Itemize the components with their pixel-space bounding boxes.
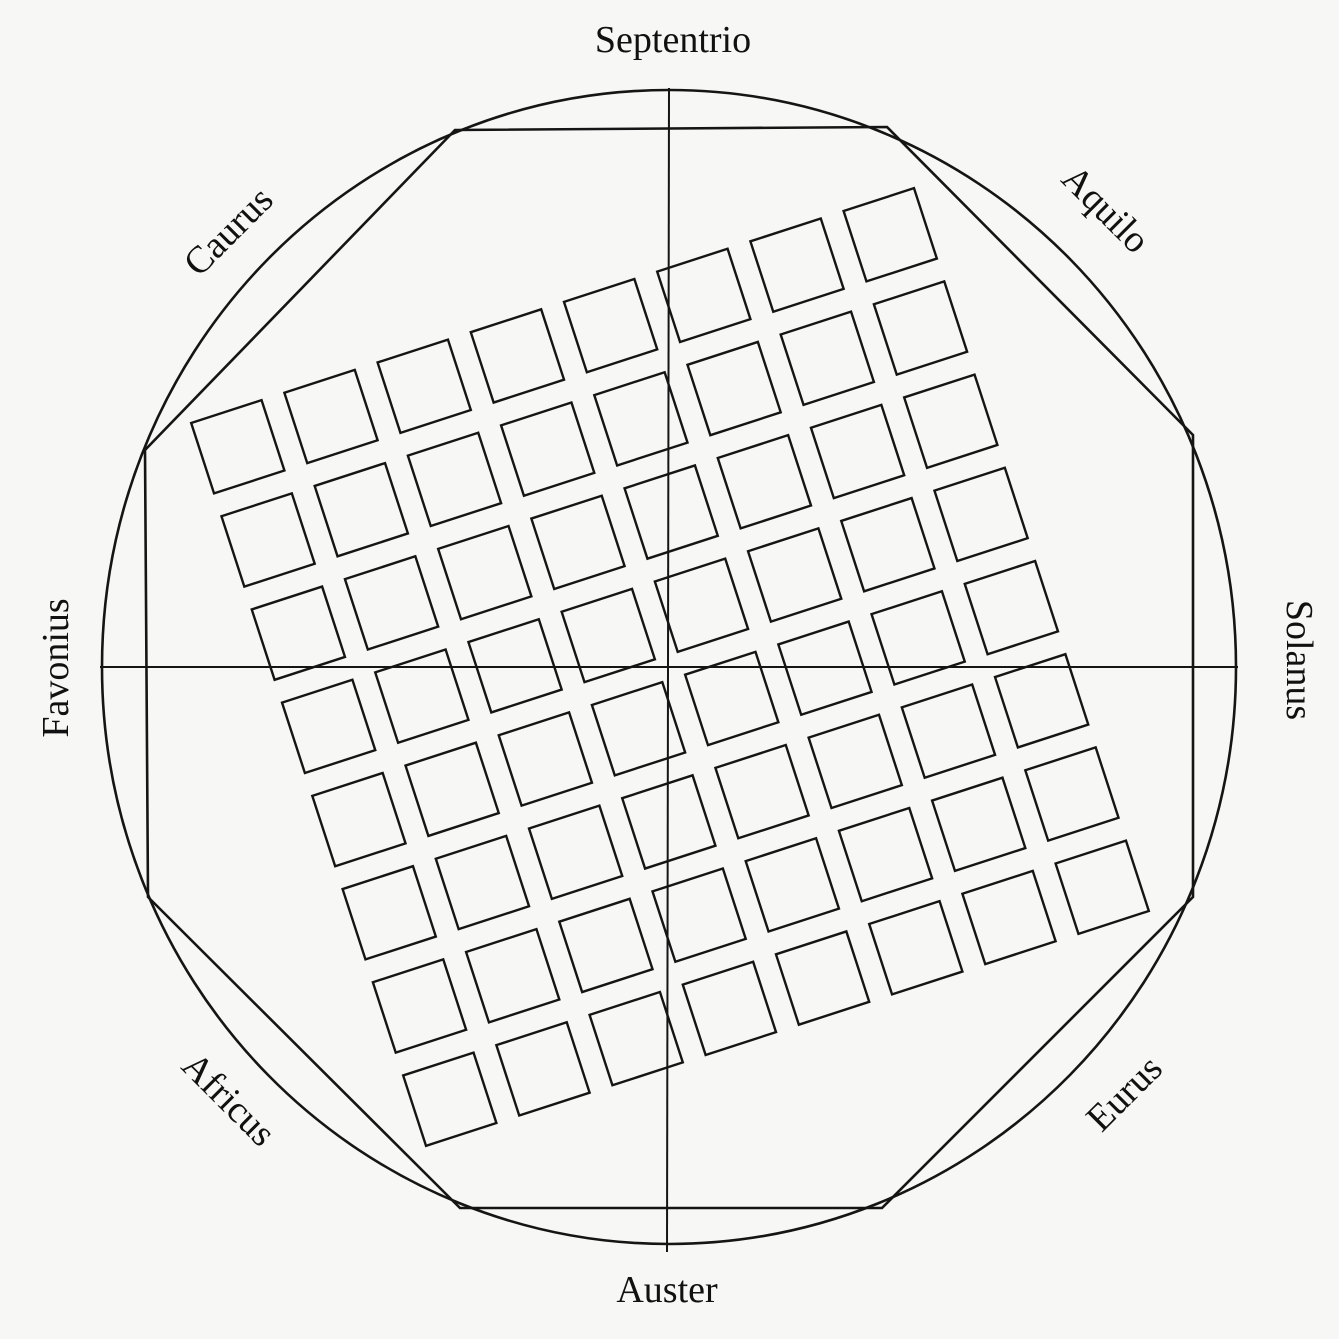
grid-block [250,585,347,682]
grid-block [685,340,783,437]
wind-label-eurus: Eurus [1078,1047,1170,1139]
grid-block [588,990,685,1087]
street-grid [189,186,1151,1148]
grid-block [373,647,470,745]
grid-block [403,741,501,838]
grid-block [902,373,999,470]
grid-block [371,957,468,1055]
grid-block [434,834,531,931]
grid-block [620,773,717,871]
grid-block [464,927,561,1024]
grid-block [744,836,841,934]
wind-label-caurus: Caurus [176,179,282,285]
grid-block [653,557,750,654]
grid-block [681,960,778,1057]
grid-block [406,431,503,528]
grid-block [774,929,871,1027]
grid-block [683,650,780,747]
wind-label-aquilo: Aquilo [1053,157,1157,261]
grid-block [527,804,624,901]
grid-block [716,433,813,530]
grid-block [1023,745,1121,843]
grid-block [189,398,286,495]
grid-block [529,494,627,591]
grid-block [900,682,997,780]
grid-block [930,776,1027,873]
grid-block [469,307,566,405]
grid-block [466,617,564,714]
grid-block [560,587,657,684]
grid-block [776,620,874,717]
wind-label-favonius: Favonius [35,598,77,737]
grid-block [280,678,377,775]
grid-block [870,589,967,687]
grid-block [557,897,655,994]
grid-block [867,899,964,996]
grid-block [872,279,969,377]
grid-block [562,277,659,374]
grid-block [650,867,748,964]
north-south-axis [666,87,670,1253]
grid-block [343,554,440,652]
grid-block [839,496,937,593]
wind-label-solanus: Solanus [1278,600,1320,720]
grid-block [963,559,1060,656]
grid-block [809,403,906,500]
grid-block [746,526,843,624]
grid-block [341,864,438,961]
grid-block [494,1020,592,1118]
grid-block [1054,839,1151,936]
octagon [143,125,1195,1210]
grid-block [590,680,687,777]
grid-block [713,743,811,840]
grid-block [497,710,594,808]
grid-block [436,524,533,621]
grid-block [960,869,1058,966]
wind-label-africus: Africus [173,1044,283,1154]
grid-block [592,370,690,467]
grid-block [313,461,410,558]
grid-block [655,247,752,344]
wind-label-auster: Auster [616,1269,718,1311]
grid-block [807,713,904,810]
grid-block [376,338,473,435]
grid-block [779,310,876,407]
grid-block [837,806,934,903]
grid-block [219,491,317,589]
grid-block [932,466,1030,563]
grid-block [748,216,846,314]
grid-block [499,400,596,498]
grid-block [401,1051,498,1148]
grid-block [623,463,720,561]
wind-label-septentrio: Septentrio [595,19,751,61]
grid-block [310,771,408,868]
grid-block [282,368,380,465]
grid-block [842,186,939,283]
grid-block [993,652,1090,749]
